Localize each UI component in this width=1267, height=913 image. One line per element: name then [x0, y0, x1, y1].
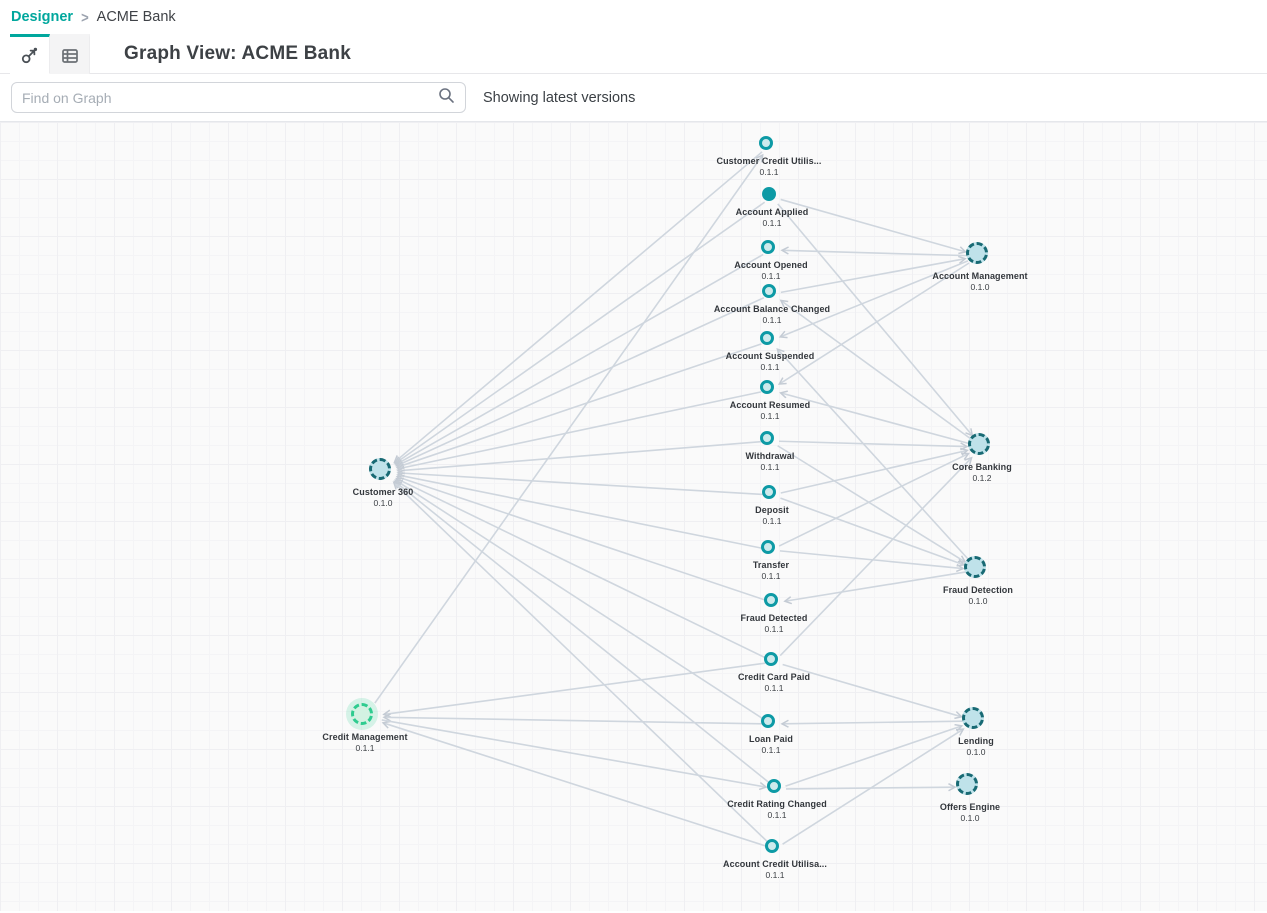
graph-edge	[779, 550, 963, 569]
graph-edges	[374, 151, 1267, 848]
table-icon	[60, 46, 80, 66]
graph-edge	[396, 479, 767, 659]
graph-icon	[20, 45, 40, 65]
graph-edge	[397, 297, 765, 466]
graph-edge	[778, 440, 967, 446]
graph-node-fraud-detection[interactable]	[964, 556, 986, 578]
graph-node-offers-engine[interactable]	[956, 773, 978, 795]
graph-node-withdrawal[interactable]	[760, 431, 774, 445]
graph-search-box[interactable]	[11, 82, 466, 113]
page-title: Graph View: ACME Bank	[124, 42, 351, 64]
graph-node-transfer[interactable]	[761, 540, 775, 554]
breadcrumb-item-designer[interactable]: Designer	[11, 9, 74, 25]
graph-edge	[383, 723, 767, 848]
graph-edge	[781, 300, 972, 440]
graph-node-account-resumed[interactable]	[760, 380, 774, 394]
graph-node-deposit[interactable]	[762, 485, 776, 499]
graph-edge	[782, 663, 962, 717]
tab-bar: Graph View: ACME Bank	[0, 34, 1267, 74]
graph-edge	[785, 787, 955, 789]
graph-edge	[777, 203, 973, 436]
graph-edge	[785, 571, 966, 601]
graph-edge	[780, 497, 963, 565]
search-icon[interactable]	[438, 87, 455, 109]
graph-edge	[780, 450, 968, 494]
graph-node-account-mgmt[interactable]	[966, 242, 988, 264]
graph-edge	[781, 393, 970, 445]
graph-edge	[779, 458, 971, 657]
search-input[interactable]	[22, 89, 438, 106]
graph-edge	[398, 473, 764, 496]
graph-edge	[782, 250, 968, 257]
graph-edge	[384, 717, 763, 725]
tab-table-view[interactable]	[50, 34, 90, 74]
graph-node-credit-mgmt[interactable]	[351, 703, 373, 725]
graph-node-core-banking[interactable]	[968, 433, 990, 455]
graph-node-customer-360[interactable]	[369, 458, 391, 480]
graph-node-account-suspended[interactable]	[760, 331, 774, 345]
graph-node-lending[interactable]	[962, 707, 984, 729]
breadcrumb-item-acme-bank: ACME Bank	[96, 9, 176, 25]
graph-edge	[785, 726, 962, 787]
graph-node-loan-paid[interactable]	[761, 714, 775, 728]
graph-node-account-balance-changed[interactable]	[762, 284, 776, 298]
graph-edge	[381, 719, 766, 787]
graph-node-cust-credit-util[interactable]	[759, 136, 773, 150]
graph-edge	[397, 477, 766, 601]
graph-edge	[780, 259, 965, 294]
graph-node-credit-card-paid[interactable]	[764, 652, 778, 666]
graph-edge	[396, 253, 764, 464]
graph-edge	[782, 729, 964, 845]
graph-edge	[780, 198, 966, 251]
graph-edge	[777, 349, 970, 561]
versions-status: Showing latest versions	[483, 89, 636, 106]
graph-edge	[780, 260, 969, 337]
chevron-right-icon: >	[81, 8, 89, 26]
graph-edge	[395, 481, 771, 784]
graph-node-credit-rating-changed[interactable]	[767, 779, 781, 793]
graph-node-account-applied[interactable]	[762, 187, 776, 201]
graph-edge	[395, 201, 766, 463]
graph-node-account-credit-util[interactable]	[765, 839, 779, 853]
breadcrumb: Designer > ACME Bank	[0, 0, 1267, 34]
graph-edge	[779, 262, 970, 384]
graph-edge	[394, 482, 770, 844]
graph-edge	[398, 440, 762, 471]
tab-graph-view[interactable]	[10, 34, 50, 74]
graph-edge	[396, 480, 764, 720]
toolbar: Showing latest versions	[0, 74, 1267, 122]
graph-edge	[394, 151, 763, 463]
graph-edge	[398, 391, 762, 469]
graph-edge	[778, 454, 968, 547]
graph-edge	[374, 155, 763, 704]
graph-edge	[384, 662, 766, 714]
graph-edge	[782, 721, 964, 724]
graph-edge	[398, 475, 763, 550]
graph-edge	[397, 343, 762, 467]
graph-edge	[777, 445, 966, 562]
graph-node-account-opened[interactable]	[761, 240, 775, 254]
graph-node-fraud-detected[interactable]	[764, 593, 778, 607]
